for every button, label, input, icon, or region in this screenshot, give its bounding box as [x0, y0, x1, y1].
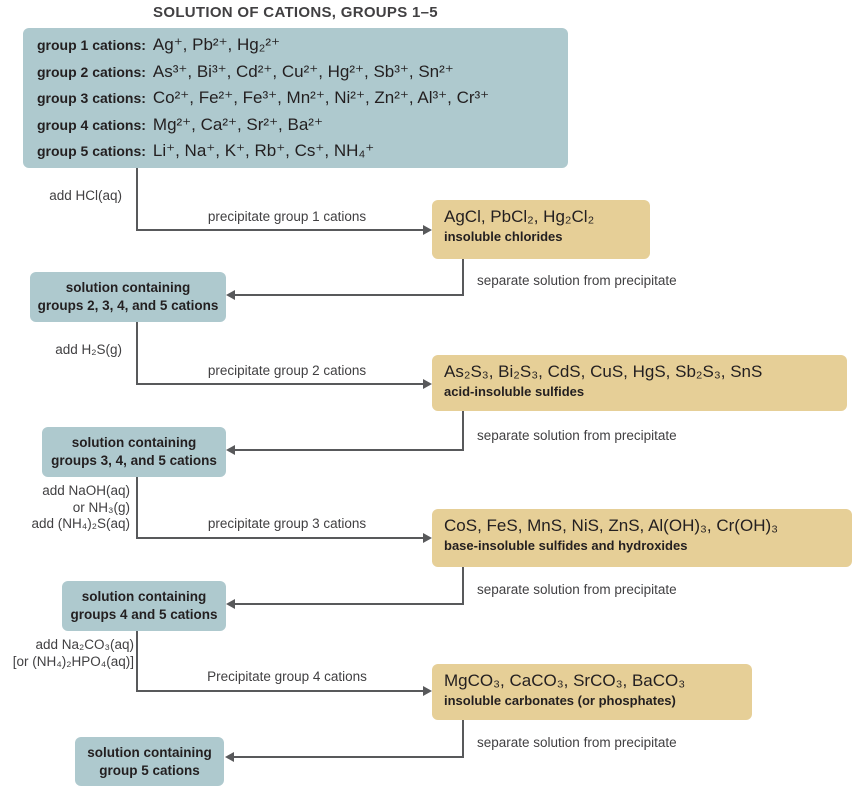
separate-arrow-vline-step1: [462, 259, 464, 296]
precipitate-box-step1: AgCl, PbCl₂, Hg₂Cl₂ insoluble chlorides: [432, 200, 650, 259]
cation-row-group3: group 3 cations: Co²⁺, Fe²⁺, Fe³⁺, Mn²⁺,…: [37, 88, 568, 115]
separate-label-step2: separate solution from precipitate: [477, 428, 677, 443]
reagent-label-step4: add Na₂CO₃(aq) [or (NH₄)₂HPO₄(aq)]: [0, 637, 134, 670]
reagent-label-step1: add HCl(aq): [0, 188, 122, 205]
arrowhead-left-step3: [226, 599, 235, 609]
arrowhead-right-step1: [423, 225, 432, 235]
cation-formulas: Mg²⁺, Ca²⁺, Sr²⁺, Ba²⁺: [152, 114, 323, 134]
cation-formulas: Co²⁺, Fe²⁺, Fe³⁺, Mn²⁺, Ni²⁺, Zn²⁺, Al³⁺…: [152, 88, 490, 107]
arrowhead-left-step2: [226, 445, 235, 455]
separate-arrow-hline-step1: [235, 294, 463, 296]
precipitate-label-step2: precipitate group 2 cations: [207, 363, 367, 378]
reagent-line: [or (NH₄)₂HPO₄(aq)]: [12, 653, 134, 669]
solution-line: groups 2, 3, 4, and 5 cations: [37, 298, 219, 313]
precipitate-arrow-vline-step2: [136, 322, 138, 385]
precipitate-description: base-insoluble sulfides and hydroxides: [444, 538, 688, 553]
separate-label-step3: separate solution from precipitate: [477, 582, 677, 597]
separate-arrow-hline-step2: [235, 449, 463, 451]
precipitate-description: insoluble carbonates (or phosphates): [444, 693, 676, 708]
arrowhead-right-step4: [423, 686, 432, 696]
reagent-label-step3: add NaOH(aq) or NH₃(g) add (NH₄)₂S(aq): [0, 483, 130, 533]
separate-label-step4: separate solution from precipitate: [477, 735, 677, 750]
solution-line: groups 3, 4, and 5 cations: [51, 453, 217, 468]
separate-arrow-hline-step3: [235, 603, 463, 605]
arrowhead-right-step2: [423, 379, 432, 389]
separate-arrow-vline-step3: [462, 567, 464, 605]
precipitate-description: insoluble chlorides: [444, 229, 563, 244]
precipitate-label-step1: precipitate group 1 cations: [207, 209, 367, 224]
precipitate-box-step3: CoS, FeS, MnS, NiS, ZnS, Al(OH)₃, Cr(OH)…: [432, 509, 852, 567]
precipitate-formulas: CoS, FeS, MnS, NiS, ZnS, Al(OH)₃, Cr(OH)…: [444, 516, 779, 535]
precipitate-arrow-vline-step3: [136, 477, 138, 539]
source-solution-box: group 1 cations: Ag⁺, Pb²⁺, Hg₂²⁺ group …: [23, 28, 568, 168]
solution-line: solution containing: [65, 280, 191, 295]
precipitate-formulas: MgCO₃, CaCO₃, SrCO₃, BaCO₃: [444, 671, 686, 690]
cation-row-group1: group 1 cations: Ag⁺, Pb²⁺, Hg₂²⁺: [37, 35, 568, 62]
precipitate-description: acid-insoluble sulfides: [444, 384, 585, 399]
arrowhead-left-step4: [225, 752, 234, 762]
cation-formulas: As³⁺, Bi³⁺, Cd²⁺, Cu²⁺, Hg²⁺, Sb³⁺, Sn²⁺: [152, 61, 454, 81]
solution-box-groups-3-4-5: solution containing groups 3, 4, and 5 c…: [42, 427, 226, 477]
solution-line: groups 4 and 5 cations: [70, 607, 218, 622]
cation-group-label: group 5 cations:: [37, 143, 146, 159]
arrowhead-left-step1: [226, 290, 235, 300]
reagent-line: add H₂S(g): [55, 342, 122, 357]
precipitate-label-step4: Precipitate group 4 cations: [207, 669, 367, 684]
arrowhead-right-step3: [423, 533, 432, 543]
cation-group-label: group 1 cations:: [37, 37, 146, 53]
cation-row-group2: group 2 cations: As³⁺, Bi³⁺, Cd²⁺, Cu²⁺,…: [37, 62, 568, 89]
solution-box-group-5: solution containing group 5 cations: [75, 737, 224, 786]
precipitate-arrow-vline-step1: [136, 168, 138, 231]
solution-box-groups-2-3-4-5: solution containing groups 2, 3, 4, and …: [30, 272, 226, 322]
precipitate-arrow-hline-step3: [136, 537, 423, 539]
precipitate-arrow-vline-step4: [136, 631, 138, 692]
diagram-title: SOLUTION OF CATIONS, GROUPS 1–5: [153, 4, 438, 21]
reagent-line: add Na₂CO₃(aq): [35, 637, 134, 652]
solution-box-groups-4-5: solution containing groups 4 and 5 catio…: [62, 581, 226, 631]
cation-group-label: group 2 cations:: [37, 63, 146, 80]
separate-label-step1: separate solution from precipitate: [477, 273, 677, 288]
precipitate-formulas: AgCl, PbCl₂, Hg₂Cl₂: [444, 207, 595, 226]
solution-line: solution containing: [81, 589, 207, 604]
precipitate-arrow-hline-step4: [136, 690, 423, 692]
reagent-line: or NH₃(g): [72, 499, 130, 515]
precipitate-arrow-hline-step1: [136, 229, 423, 231]
reagent-line: add HCl(aq): [49, 188, 122, 203]
cation-group-label: group 3 cations:: [37, 90, 146, 106]
reagent-line: add (NH₄)₂S(aq): [31, 516, 130, 531]
precipitate-formulas: As₂S₃, Bi₂S₃, CdS, CuS, HgS, Sb₂S₃, SnS: [444, 362, 763, 381]
precipitate-label-step3: precipitate group 3 cations: [207, 516, 367, 531]
separate-arrow-vline-step2: [462, 411, 464, 451]
reagent-line: add NaOH(aq): [42, 483, 130, 498]
precipitate-arrow-hline-step2: [136, 383, 423, 385]
cation-row-group5: group 5 cations: Li⁺, Na⁺, K⁺, Rb⁺, Cs⁺,…: [37, 141, 568, 168]
solution-line: solution containing: [71, 435, 197, 450]
cation-group-label: group 4 cations:: [37, 116, 146, 133]
separate-arrow-hline-step4: [234, 756, 463, 758]
solution-line: group 5 cations: [99, 762, 200, 778]
solution-line: solution containing: [87, 744, 212, 760]
cation-row-group4: group 4 cations: Mg²⁺, Ca²⁺, Sr²⁺, Ba²⁺: [37, 115, 568, 142]
cation-formulas: Li⁺, Na⁺, K⁺, Rb⁺, Cs⁺, NH₄⁺: [152, 141, 375, 160]
cation-formulas: Ag⁺, Pb²⁺, Hg₂²⁺: [152, 35, 280, 54]
separate-arrow-vline-step4: [462, 720, 464, 758]
reagent-label-step2: add H₂S(g): [0, 342, 122, 359]
precipitate-box-step2: As₂S₃, Bi₂S₃, CdS, CuS, HgS, Sb₂S₃, SnS …: [432, 355, 847, 411]
precipitate-box-step4: MgCO₃, CaCO₃, SrCO₃, BaCO₃ insoluble car…: [432, 664, 752, 720]
